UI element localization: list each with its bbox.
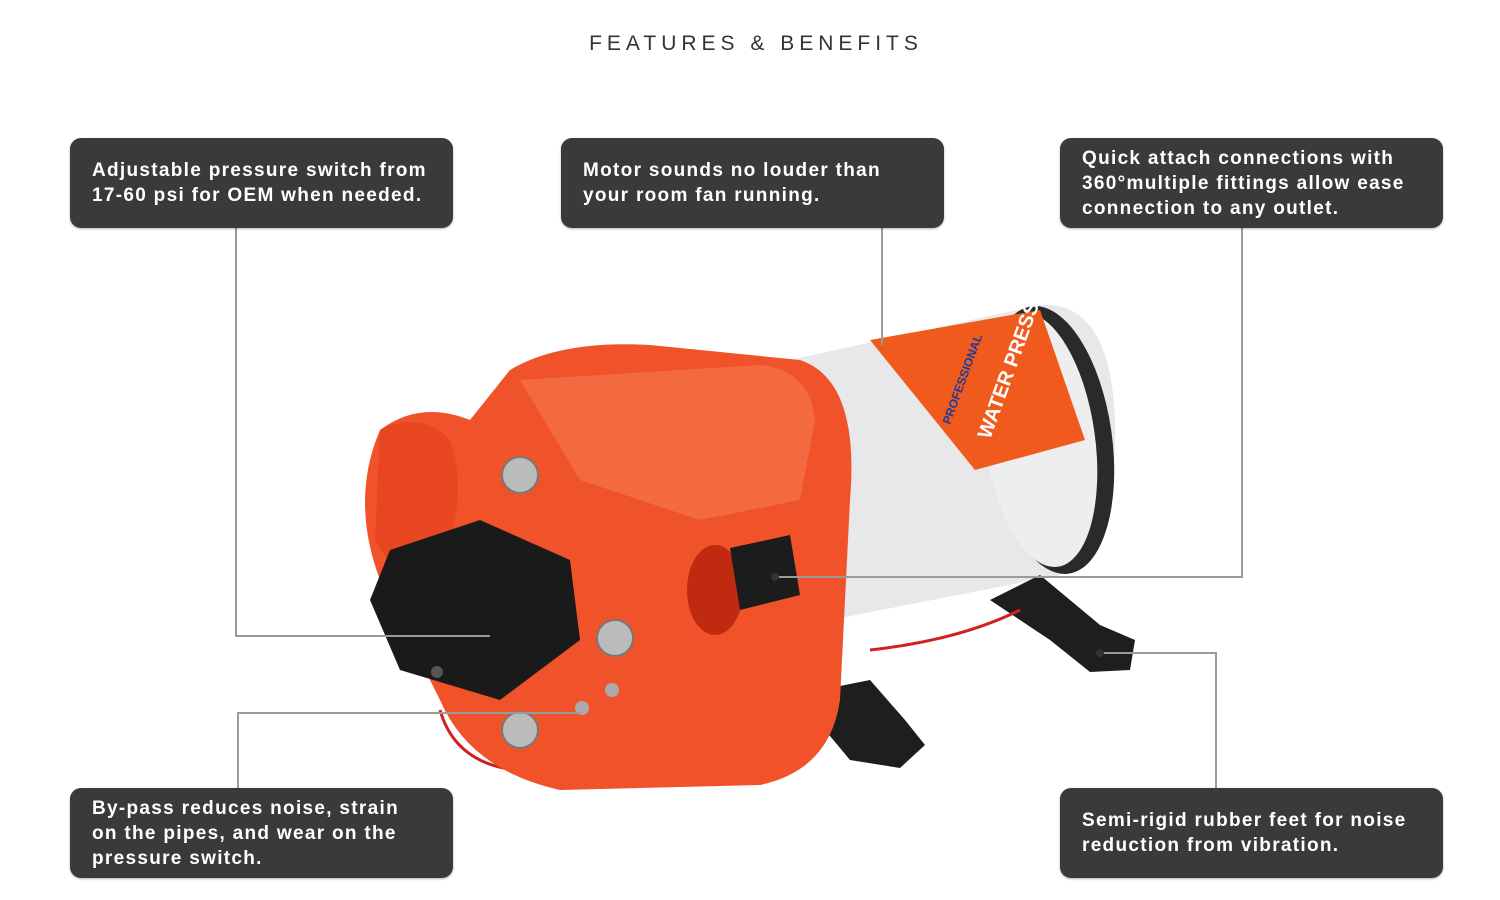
feature-pressure-switch: Adjustable pressure switch from 17-60 ps… bbox=[70, 138, 453, 228]
feature-quiet-motor: Motor sounds no louder than your room fa… bbox=[561, 138, 944, 228]
rear-foot bbox=[990, 575, 1135, 672]
feature-rubber-feet: Semi-rigid rubber feet for noise reducti… bbox=[1060, 788, 1443, 878]
motor: WATER PRESSURE PROFESSIONAL bbox=[790, 259, 1116, 620]
feature-bypass: By-pass reduces noise, strain on the pip… bbox=[70, 788, 453, 878]
feature-quick-attach: Quick attach connections with 360°multip… bbox=[1060, 138, 1443, 228]
connector-lines bbox=[235, 228, 1243, 788]
pressure-switch bbox=[370, 520, 580, 700]
front-foot bbox=[820, 680, 925, 768]
page-title: FEATURES & BENEFITS bbox=[589, 32, 923, 55]
